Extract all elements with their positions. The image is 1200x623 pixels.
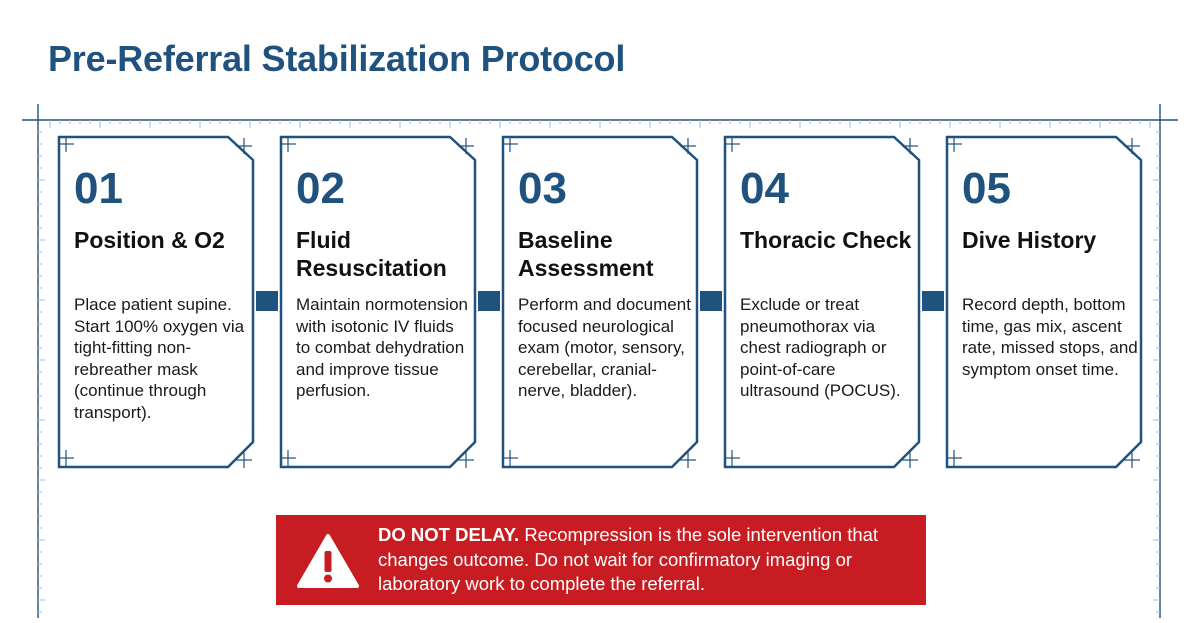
card-outline: [723, 135, 921, 469]
step-number: 04: [740, 164, 789, 213]
step-number: 02: [296, 164, 345, 213]
page-title: Pre-Referral Stabilization Protocol: [48, 38, 626, 79]
alert-lead: DO NOT DELAY.: [378, 524, 520, 545]
step-number: 05: [962, 164, 1011, 213]
step-description: Record depth, bottom time, gas mix, asce…: [962, 295, 1138, 379]
card-frame: [57, 135, 255, 469]
step-title: Fluid Resuscitation: [296, 227, 447, 281]
step-connector: [256, 291, 278, 311]
step-card-2: 02 Fluid Resuscitation Maintain normoten…: [278, 134, 478, 470]
step-card-4: 04 Thoracic Check Exclude or treat pneum…: [722, 134, 922, 470]
alert-banner: DO NOT DELAY. Recompression is the sole …: [276, 515, 926, 605]
card-outline: [945, 135, 1143, 469]
card-outline: [57, 135, 255, 469]
alert-text: Recompression is the sole intervention t…: [378, 524, 879, 594]
step-title: Dive History: [962, 227, 1097, 253]
step-description: Perform and document focused neurologica…: [518, 295, 691, 400]
step-number: 03: [518, 164, 567, 213]
card-outline: [279, 135, 477, 469]
step-description: Place patient supine. Start 100% oxygen …: [74, 295, 245, 422]
card-frame: [279, 135, 477, 469]
step-description: Maintain normotension with isotonic IV f…: [296, 295, 468, 400]
step-title: Baseline Assessment: [518, 227, 654, 281]
step-connector: [922, 291, 944, 311]
step-card-5: 05 Dive History Record depth, bottom tim…: [944, 134, 1144, 470]
card-outline: [501, 135, 699, 469]
warning-icon: [297, 534, 359, 588]
alert-message: DO NOT DELAY. Recompression is the sole …: [378, 523, 918, 597]
step-connector: [478, 291, 500, 311]
step-title: Thoracic Check: [740, 227, 912, 253]
step-connector: [700, 291, 722, 311]
step-card-1: 01 Position & O2 Place patient supine. S…: [56, 134, 256, 470]
card-frame: [501, 135, 699, 469]
step-number: 01: [74, 164, 123, 213]
card-frame: [945, 135, 1143, 469]
step-description: Exclude or treat pneumothorax via chest …: [740, 295, 901, 400]
step-title: Position & O2: [74, 227, 225, 253]
step-card-3: 03 Baseline Assessment Perform and docum…: [500, 134, 700, 470]
card-frame: [723, 135, 921, 469]
